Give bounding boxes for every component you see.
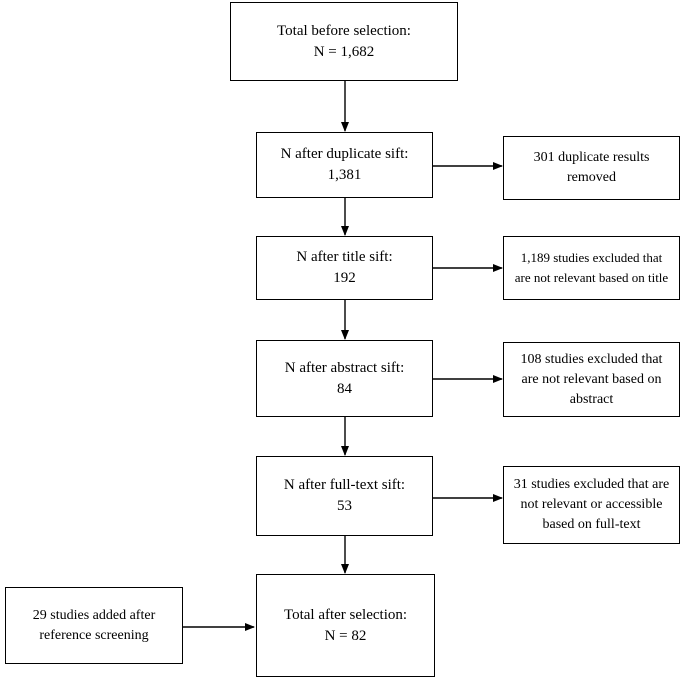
title-excluded-box: 1,189 studies excluded that are not rele… [503, 236, 680, 300]
fulltext-sift-label: N after full-text sift: [283, 477, 406, 493]
abstract-sift-label: N after abstract sift: [284, 359, 405, 376]
fulltext-sift-box: N after full-text sift: 53 [256, 456, 433, 536]
duplicates-removed-box: 301 duplicate results removed [503, 136, 680, 200]
abstract-excluded-line3: abstract [569, 391, 614, 407]
total-before-label: Total before selection: [277, 22, 411, 39]
duplicates-removed-line1: 301 duplicate results [533, 150, 650, 165]
fulltext-excluded-line3: based on full-text [542, 517, 641, 532]
total-before-count: N = 1,682 [313, 43, 375, 60]
fulltext-excluded-line2: not relevant or accessible [520, 497, 663, 512]
fulltext-sift-count: 53 [337, 498, 352, 514]
total-after-count: N = 82 [324, 627, 367, 644]
title-sift-label: N after title sift: [296, 249, 393, 265]
total-before-box: Total before selection: N = 1,682 [230, 2, 458, 81]
title-excluded-line2: are not relevant based on title [514, 270, 669, 285]
total-after-box: Total after selection: N = 82 [256, 574, 435, 677]
total-after-label: Total after selection: [283, 606, 408, 623]
title-sift-count: 192 [333, 270, 356, 286]
duplicates-removed-line2: removed [567, 170, 616, 185]
abstract-excluded-line2: are not relevant based on [521, 371, 662, 387]
reference-added-box: 29 studies added after reference screeni… [5, 587, 183, 664]
title-excluded-line1: 1,189 studies excluded that [520, 250, 663, 265]
title-sift-box: N after title sift: 192 [256, 236, 433, 300]
duplicate-sift-label: N after duplicate sift: [280, 146, 409, 162]
abstract-sift-count: 84 [337, 380, 352, 397]
duplicate-sift-box: N after duplicate sift: 1,381 [256, 132, 433, 198]
fulltext-excluded-box: 31 studies excluded that are not relevan… [503, 466, 680, 544]
duplicate-sift-count: 1,381 [327, 167, 362, 183]
abstract-excluded-line1: 108 studies excluded that [520, 351, 663, 367]
abstract-sift-box: N after abstract sift: 84 [256, 340, 433, 417]
fulltext-excluded-line1: 31 studies excluded that are [513, 477, 670, 492]
abstract-excluded-box: 108 studies excluded that are not releva… [503, 342, 680, 417]
reference-added-line1: 29 studies added after [32, 607, 156, 623]
reference-added-line2: reference screening [39, 627, 149, 643]
